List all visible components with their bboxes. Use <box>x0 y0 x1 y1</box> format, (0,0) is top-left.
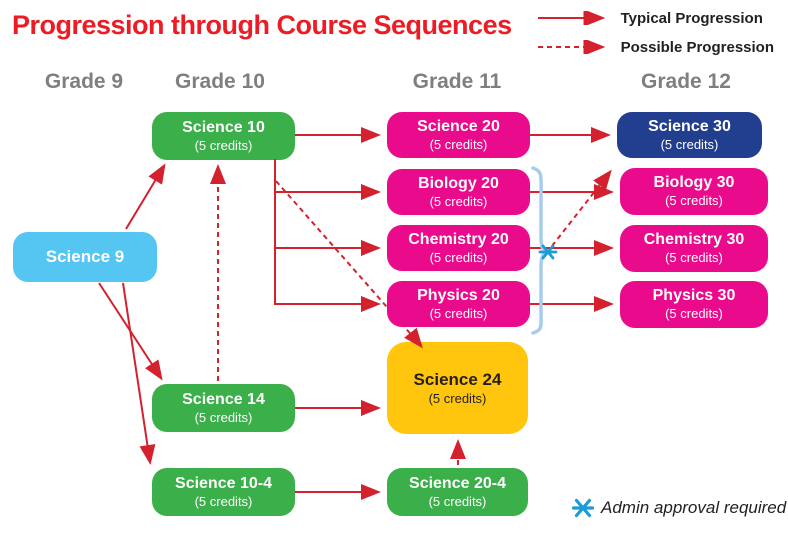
course-box-science-14: Science 14 (5 credits) <box>152 384 295 432</box>
course-credits: (5 credits) <box>660 136 719 152</box>
asterisk-icon <box>571 498 595 518</box>
course-name: Chemistry 30 <box>643 231 745 249</box>
footnote: Admin approval required <box>570 495 786 521</box>
page-title: Progression through Course Sequences <box>12 10 512 40</box>
course-box-science-9: Science 9 <box>13 232 157 282</box>
course-name: Chemistry 20 <box>408 230 509 248</box>
course-credits: (5 credits) <box>194 137 253 153</box>
legend: Typical Progression Possible Progression <box>536 5 774 60</box>
course-credits: (5 credits) <box>665 306 723 322</box>
column-header-grade-9: Grade 9 <box>44 70 124 93</box>
column-header-grade-12: Grade 12 <box>641 70 731 93</box>
course-credits: (5 credits) <box>429 305 488 321</box>
course-name: Science 14 <box>182 390 265 408</box>
course-name: Science 24 <box>413 370 502 390</box>
course-credits: (5 credits) <box>428 390 487 406</box>
course-name: Biology 20 <box>418 174 499 192</box>
course-box-biology-30: Biology 30 (5 credits) <box>620 168 768 215</box>
course-box-chemistry-30: Chemistry 30 (5 credits) <box>620 225 768 272</box>
course-name: Physics 30 <box>652 287 736 305</box>
course-name: Physics 20 <box>417 286 500 304</box>
column-header-grade-11: Grade 11 <box>412 70 502 93</box>
course-box-biology-20: Biology 20 (5 credits) <box>387 169 530 215</box>
course-name: Science 10-4 <box>175 474 272 492</box>
course-credits: (5 credits) <box>429 193 488 209</box>
course-box-science-24: Science 24 (5 credits) <box>387 342 528 434</box>
legend-label-typical: Typical Progression <box>620 9 763 27</box>
course-name: Biology 30 <box>653 174 735 192</box>
legend-label-possible: Possible Progression <box>620 38 774 56</box>
course-box-science-10: Science 10 (5 credits) <box>152 112 295 160</box>
course-box-science-20-4: Science 20-4 (5 credits) <box>387 468 528 516</box>
course-credits: (5 credits) <box>194 409 253 425</box>
course-name: Science 9 <box>45 247 125 267</box>
course-credits: (5 credits) <box>428 493 487 509</box>
course-credits: (5 credits) <box>429 249 488 265</box>
column-header-grade-10: Grade 10 <box>175 70 265 93</box>
course-credits: (5 credits) <box>429 136 488 152</box>
course-name: Science 20-4 <box>409 474 506 492</box>
course-name: Science 20 <box>417 117 500 135</box>
course-credits: (5 credits) <box>665 193 723 209</box>
admin-approval-asterisk-icon <box>538 244 558 260</box>
course-name: Science 30 <box>648 117 731 135</box>
course-box-physics-30: Physics 30 (5 credits) <box>620 281 768 328</box>
legend-row-typical: Typical Progression <box>536 5 774 31</box>
typical-progression-arrows <box>98 127 614 500</box>
footnote-text: Admin approval required <box>601 498 787 517</box>
course-credits: (5 credits) <box>194 493 253 509</box>
group-bracket <box>531 166 551 335</box>
legend-row-possible: Possible Progression <box>536 34 774 60</box>
course-box-science-30: Science 30 (5 credits) <box>617 112 762 158</box>
course-credits: (5 credits) <box>665 250 723 266</box>
course-box-chemistry-20: Chemistry 20 (5 credits) <box>387 225 530 271</box>
course-box-science-10-4: Science 10-4 (5 credits) <box>152 468 295 516</box>
course-box-physics-20: Physics 20 (5 credits) <box>387 281 530 327</box>
course-box-science-20: Science 20 (5 credits) <box>387 112 530 158</box>
typical-arrow-icon <box>537 11 605 25</box>
course-name: Science 10 <box>182 118 265 136</box>
possible-arrow-icon <box>537 40 605 54</box>
